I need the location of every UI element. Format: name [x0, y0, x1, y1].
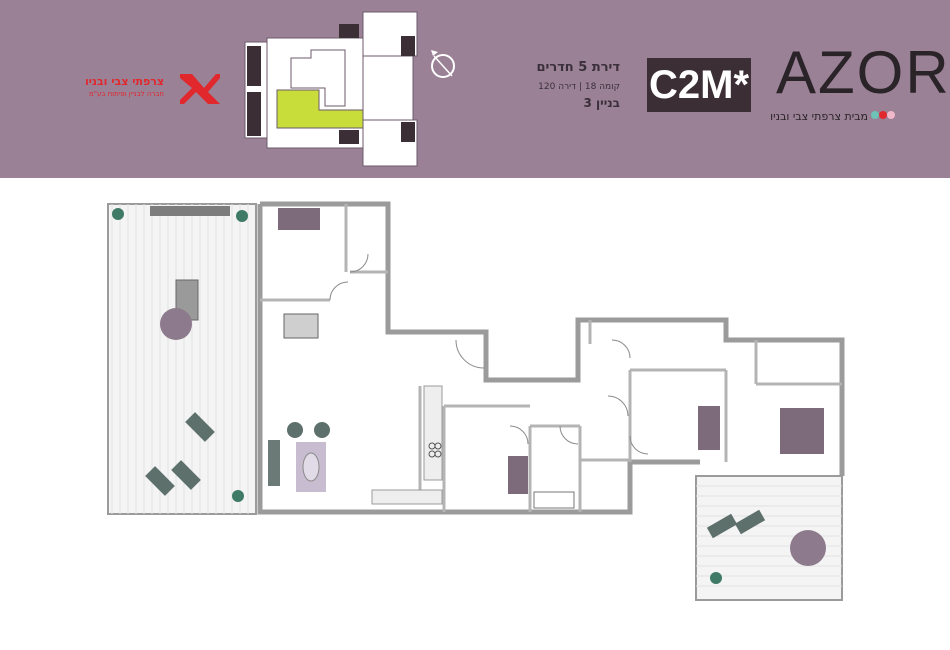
exterior-walls: [257, 201, 845, 515]
sofa: [268, 440, 280, 486]
building: בניין 3: [583, 96, 620, 110]
floor-apartment: קומה 18 | דירה 120: [538, 82, 620, 92]
project-name: AZOR: [776, 39, 950, 106]
key-plan: [244, 11, 418, 167]
armchair: [287, 422, 303, 438]
highlighted-unit: [276, 89, 364, 129]
developer-logo-mark: [180, 74, 220, 104]
bed-master: [780, 408, 824, 454]
armchair: [314, 422, 330, 438]
bathtub: [533, 491, 575, 509]
kitchen: [150, 206, 443, 505]
dining-table: [283, 313, 319, 339]
bed-north: [278, 208, 320, 230]
developer-name: צרפתי צבי ובניו: [84, 75, 164, 88]
bed-center: [508, 456, 528, 494]
apartment-type: דירת 5 חדרים: [536, 60, 620, 75]
header-bar: צרפתי צבי ובניו חברה לבניין ופיתוח בע"מ …: [0, 0, 950, 178]
developer-logo: צרפתי צבי ובניו חברה לבניין ופיתוח בע"מ: [48, 72, 220, 108]
coffee-table: [302, 452, 320, 482]
model-code: C2M*: [647, 58, 751, 112]
floor-plan: [107, 201, 845, 601]
project-subtitle: מבית צרפתי צבי ובניו: [770, 110, 868, 123]
furniture: [175, 208, 824, 509]
outdoor-furniture: [112, 208, 826, 584]
bed-east-room: [698, 406, 720, 450]
doors: [329, 253, 649, 455]
interior-walls: [260, 204, 842, 512]
compass-icon: [431, 50, 455, 78]
developer-tagline: חברה לבניין ופיתוח בע"מ: [88, 90, 164, 98]
project-logo-mark: [871, 111, 895, 119]
